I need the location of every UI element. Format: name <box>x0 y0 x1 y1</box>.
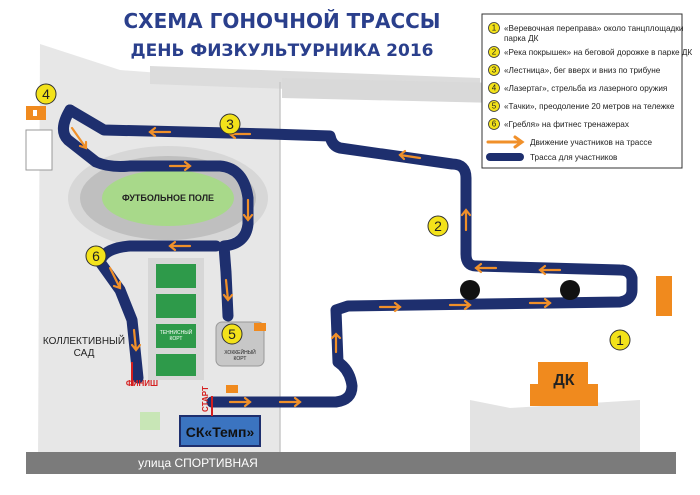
arrow-18 <box>130 328 142 352</box>
arrow-16 <box>168 240 192 252</box>
marker-2: 2 <box>427 215 449 237</box>
start-label: СТАРТ <box>201 386 210 412</box>
arrow-4 <box>378 301 402 313</box>
building-east <box>656 276 672 316</box>
arrow-19 <box>222 278 234 302</box>
small-square <box>140 412 160 430</box>
sk-temp-building <box>179 415 261 447</box>
arrow-9 <box>460 208 472 232</box>
legend: 1 «Веревочная переправа» около танцплоща… <box>481 13 692 169</box>
legend-item-2-text: «Река покрышек» на беговой дорожке в пар… <box>504 48 692 57</box>
legend-marker-6: 6 <box>488 118 500 130</box>
arrow-6 <box>528 297 552 309</box>
legend-marker-2: 2 <box>488 46 500 58</box>
map-title-line-2: ДЕНЬ ФИЗКУЛЬТУРНИКА 2016 <box>130 41 433 61</box>
dk-building <box>530 362 598 406</box>
legend-marker-2-number: 2 <box>492 48 497 57</box>
kiosk-2 <box>226 385 238 393</box>
arrow-2 <box>278 396 302 408</box>
arrow-1 <box>228 396 252 408</box>
orange-buildings: ДК <box>26 106 672 406</box>
arrow-13 <box>70 126 88 150</box>
legend-marker-5-number: 5 <box>492 102 497 111</box>
legend-track-label: Трасса для участников <box>530 153 617 162</box>
legend-marker-1-number: 1 <box>492 24 497 33</box>
garden-label-1: КОЛЛЕКТИВНЫЙ <box>43 334 125 347</box>
arrow-5 <box>448 299 472 311</box>
legend-marker-4-number: 4 <box>492 84 497 93</box>
legend-marker-3: 3 <box>488 64 500 76</box>
start-finish: ФИНИШ СТАРТ <box>126 362 213 416</box>
legend-marker-3-number: 3 <box>492 66 497 75</box>
street-label: улица СПОРТИВНАЯ <box>138 456 258 470</box>
white-lot <box>25 129 53 171</box>
marker-5: 5 <box>221 323 243 345</box>
legend-item-1-text: «Веревочная переправа» около танцплощадк… <box>504 24 683 33</box>
court-green-2 <box>156 294 196 318</box>
tyre-obstacle-1 <box>460 280 480 300</box>
arrow-8 <box>474 262 498 274</box>
arrow-14 <box>168 160 192 172</box>
marker-6: 6 <box>85 245 107 267</box>
street-road <box>26 452 676 474</box>
legend-item-5-text: «Тачки», преодоление 20 метров на тележк… <box>504 102 675 111</box>
marker-4-number: 4 <box>42 86 50 102</box>
legend-marker-6-number: 6 <box>492 120 497 129</box>
arrow-15 <box>242 198 254 222</box>
legend-item-4-text: «Лазертаг», стрельба из лазерного оружия <box>504 84 667 93</box>
tennis-court-label-1: ТЕННИСНЫЙ <box>160 328 193 336</box>
legend-marker-5: 5 <box>488 100 500 112</box>
legend-item-3-text: «Лестница», бег вверх и вниз по трибуне <box>504 66 661 75</box>
tennis-court-label-2: КОРТ <box>170 336 183 342</box>
legend-marker-4: 4 <box>488 82 500 94</box>
marker-1: 1 <box>609 329 631 351</box>
marker-1-number: 1 <box>616 332 624 348</box>
garden-label-2: САД <box>74 348 95 359</box>
track-path-main <box>64 104 638 408</box>
legend-arrow-icon <box>486 135 525 149</box>
tyre-obstacle-2 <box>560 280 580 300</box>
sk-temp: СК«Темп» <box>179 415 261 447</box>
dk-label: ДК <box>553 372 574 389</box>
marker-5-number: 5 <box>228 326 236 342</box>
dk-plaza <box>470 400 640 455</box>
kiosk-1 <box>254 323 266 331</box>
arrow-10 <box>398 149 422 161</box>
legend-item-1-text-2: парка ДК <box>504 34 539 43</box>
sk-temp-label: СК«Темп» <box>186 424 255 440</box>
legend-marker-1: 1 <box>488 22 500 34</box>
football-field <box>102 170 234 226</box>
hockey-court-label-2: КОРТ <box>234 356 247 362</box>
marker-6-number: 6 <box>92 248 100 264</box>
legend-item-6-text: «Гребля» на фитнес тренажерах <box>504 120 629 129</box>
building-west-window <box>33 110 37 116</box>
map-title-line-1: СХЕМА ГОНОЧНОЙ ТРАССЫ <box>123 9 440 33</box>
arrow-3 <box>330 332 342 354</box>
court-green-1 <box>156 264 196 288</box>
marker-3: 3 <box>219 113 241 135</box>
finish-label: ФИНИШ <box>126 379 158 388</box>
arrow-7 <box>538 264 562 276</box>
courts: ТЕННИСНЫЙ КОРТ ХОККЕЙНЫЙ КОРТ <box>148 258 265 380</box>
stadium: ФУТБОЛЬНОЕ ПОЛЕ <box>68 146 268 250</box>
marker-3-number: 3 <box>226 116 234 132</box>
court-green-4 <box>156 354 196 376</box>
marker-4: 4 <box>35 83 57 105</box>
legend-arrow-label: Движение участников на трассе <box>530 138 653 147</box>
court-green-3 <box>156 324 196 348</box>
direction-arrows <box>70 126 562 408</box>
marker-2-number: 2 <box>434 218 442 234</box>
track-path-stadium <box>58 104 254 322</box>
hockey-court-label-1: ХОККЕЙНЫЙ <box>224 348 256 356</box>
football-field-label: ФУТБОЛЬНОЕ ПОЛЕ <box>122 193 214 203</box>
arrow-17 <box>108 266 122 290</box>
arrow-12 <box>148 126 172 138</box>
